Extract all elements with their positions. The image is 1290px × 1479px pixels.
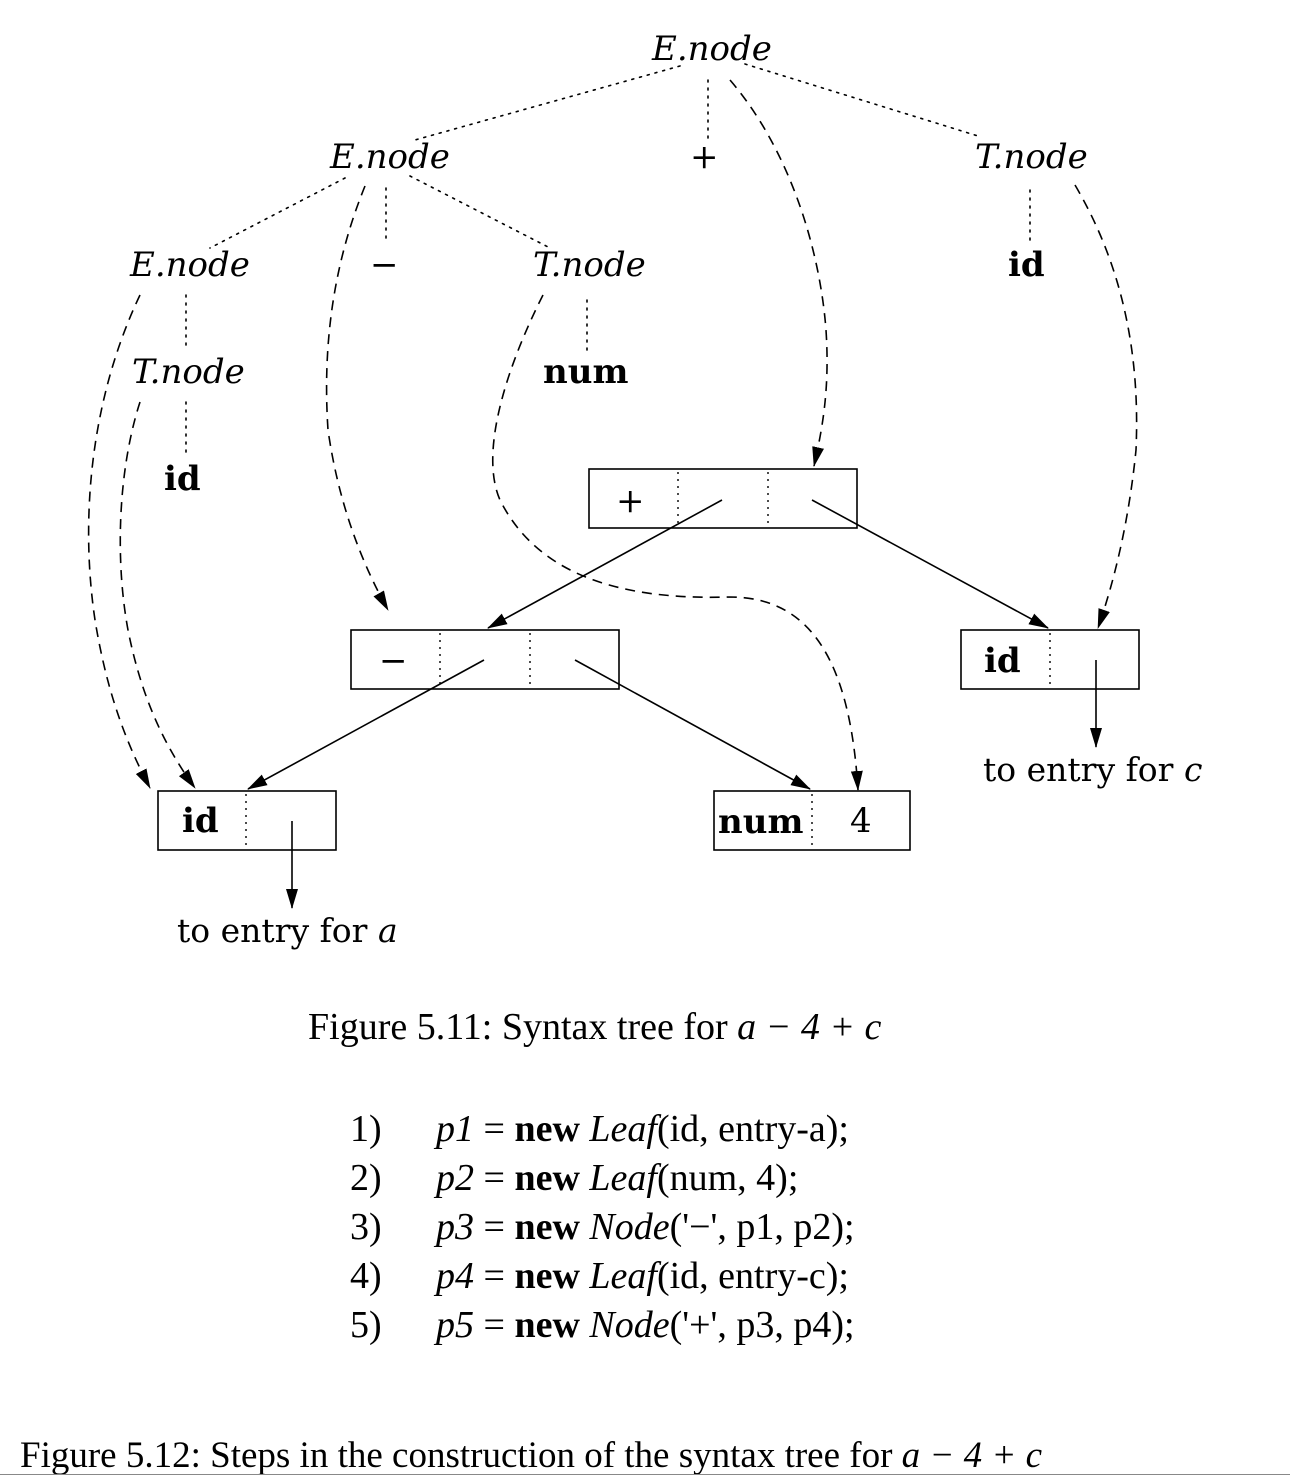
plus-node: + — [588, 468, 858, 529]
num-leaf-value: 4 — [850, 801, 872, 841]
minus-node-op: − — [379, 641, 408, 681]
step-row: 4) p4 = new Leaf(id, entry-c); — [350, 1255, 849, 1297]
parse-leaf-id-c: id — [1008, 245, 1045, 285]
id-leaf-a-label: id — [182, 801, 219, 841]
parse-node-t-right: T.node — [975, 137, 1088, 177]
parse-tree-edges — [185, 63, 1031, 459]
attribute-pointer-edges — [87, 79, 1138, 791]
step-row: 5) p5 = new Node('+', p3, p4); — [350, 1304, 855, 1346]
bottom-rule — [0, 1474, 1290, 1475]
id-leaf-c: id — [960, 629, 1140, 690]
figure-5-11-caption: Figure 5.11: Syntax tree for a − 4 + c — [308, 1006, 882, 1048]
step-row: 2) p2 = new Leaf(num, 4); — [350, 1157, 799, 1199]
syntax-tree-edges — [247, 499, 1102, 909]
pointer-label-a: to entry for a — [177, 911, 398, 950]
construction-steps: 1) p1 = new Leaf(id, entry-a); 2) p2 = n… — [350, 1105, 855, 1350]
minus-node: − — [350, 629, 620, 690]
pointer-label-c: to entry for c — [983, 750, 1202, 789]
num-leaf: num 4 — [713, 790, 911, 851]
parse-leaf-id-a: id — [164, 459, 201, 499]
num-leaf-label: num — [718, 802, 803, 842]
step-row: 3) p3 = new Node('−', p1, p2); — [350, 1206, 855, 1248]
parse-node-e-leftleft: E.node — [129, 245, 250, 285]
parse-leaf-num: num — [543, 352, 628, 392]
figure-5-12-caption: Figure 5.12: Steps in the construction o… — [20, 1435, 1043, 1476]
parse-node-root: E.node — [651, 29, 772, 69]
step-row: 1) p1 = new Leaf(id, entry-a); — [350, 1108, 849, 1150]
parse-op-minus: − — [370, 245, 399, 285]
syntax-tree-diagram: E.node E.node + T.node E.node − T.node i… — [87, 29, 1202, 950]
plus-node-op: + — [616, 481, 645, 521]
parse-node-e-left: E.node — [329, 137, 450, 177]
id-leaf-a: id — [157, 790, 337, 851]
parse-op-plus: + — [690, 137, 719, 177]
parse-node-t-mid: T.node — [533, 245, 646, 285]
id-leaf-c-label: id — [984, 641, 1021, 681]
parse-node-t-left: T.node — [132, 352, 245, 392]
